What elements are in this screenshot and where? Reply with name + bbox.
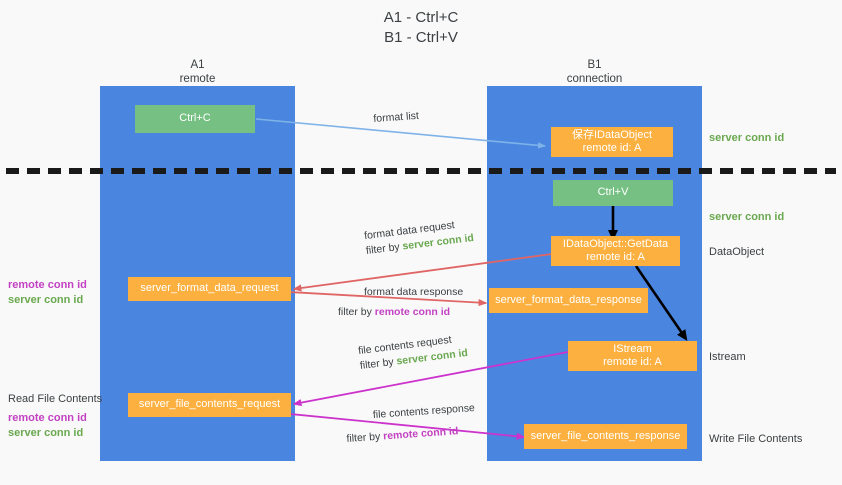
- edge-label-file-contents-response: file contents response filter by remote …: [346, 401, 476, 445]
- edge-label-format-list-line1: format list: [373, 109, 420, 126]
- annotation-read-file-contents: Read File Contents: [8, 392, 102, 407]
- edge-label-file-contents-response-line2: filter by remote conn id: [346, 423, 477, 447]
- lane-header-b1-role: connection: [566, 73, 623, 85]
- node-save-idataobject[interactable]: 保存IDataObject remote id: A: [551, 127, 673, 157]
- filter-by-prefix-4: filter by: [346, 430, 384, 445]
- annotation-read-file-contents-text: Read File Contents: [8, 393, 103, 405]
- remote-conn-id-key-4: remote conn id: [382, 425, 459, 443]
- remote-conn-id-key-2: remote conn id: [374, 306, 451, 318]
- node-file-contents-request[interactable]: server_file_contents_request: [128, 393, 291, 417]
- annotation-dataobject-text: DataObject: [709, 246, 765, 258]
- edge-label-file-contents-request: file contents request filter by server c…: [357, 331, 468, 374]
- lane-header-a1: A1 remote: [100, 58, 295, 86]
- phase-separator: [6, 168, 836, 174]
- lane-header-b1-name: B1: [587, 59, 602, 71]
- node-getdata[interactable]: IDataObject::GetData remote id: A: [551, 236, 680, 266]
- annotation-server-conn-id-top: server conn id: [709, 131, 784, 146]
- node-ctrl-c-label: Ctrl+C: [179, 112, 211, 125]
- annotation-server-conn-id-top-text: server conn id: [709, 132, 785, 144]
- filter-by-prefix-3: filter by: [359, 355, 398, 373]
- annotation-istream-text: Istream: [709, 351, 746, 363]
- node-getdata-sub: remote id: A: [586, 251, 645, 263]
- annotation-istream: Istream: [709, 350, 746, 365]
- lane-header-a1-name: A1: [190, 59, 205, 71]
- node-format-data-request[interactable]: server_format_data_request: [128, 277, 291, 301]
- title-line-1: A1 - Ctrl+C: [383, 9, 459, 26]
- edge-label-format-list: format list: [373, 109, 419, 127]
- node-istream-label: IStream: [613, 342, 652, 355]
- annotation-dataobject: DataObject: [709, 245, 764, 260]
- annotation-write-file-contents-text: Write File Contents: [709, 433, 803, 445]
- node-getdata-label: IDataObject::GetData: [562, 237, 669, 250]
- annotation-left-mid-remote: remote conn id: [8, 279, 87, 291]
- node-ctrl-v[interactable]: Ctrl+V: [553, 180, 673, 206]
- node-istream[interactable]: IStream remote id: A: [568, 341, 697, 371]
- lane-header-a1-role: remote: [179, 73, 216, 85]
- node-format-data-response-label: server_format_data_response: [495, 293, 642, 306]
- annotation-left-mid-server: server conn id: [8, 294, 84, 306]
- edge-label-format-data-response-line1: format data response: [364, 286, 464, 298]
- node-ctrl-v-label: Ctrl+V: [597, 186, 629, 199]
- filter-by-prefix-1: filter by: [365, 240, 404, 258]
- annotation-left-bottom-remote: remote conn id: [8, 412, 87, 424]
- node-save-idataobject-label: 保存IDataObject: [571, 128, 653, 141]
- annotation-write-file-contents: Write File Contents: [709, 432, 802, 447]
- node-istream-sub: remote id: A: [603, 356, 662, 368]
- node-format-data-request-label: server_format_data_request: [140, 282, 279, 295]
- annotation-left-mid-conn-ids: remote conn id server conn id: [8, 278, 87, 308]
- title-line-2: B1 - Ctrl+V: [384, 29, 458, 46]
- annotation-left-bottom-server: server conn id: [8, 427, 84, 439]
- edge-label-file-contents-response-line1: file contents response: [372, 401, 476, 422]
- annotation-server-conn-id-mid-text: server conn id: [709, 211, 785, 223]
- edge-label-format-data-response-line2: filter by remote conn id: [338, 305, 463, 320]
- annotation-left-bottom-conn-ids: remote conn id server conn id: [8, 411, 87, 441]
- node-save-idataobject-sub: remote id: A: [582, 142, 642, 154]
- node-ctrl-c[interactable]: Ctrl+C: [135, 105, 255, 133]
- node-file-contents-request-label: server_file_contents_request: [138, 398, 281, 411]
- diagram-title: A1 - Ctrl+C B1 - Ctrl+V: [0, 8, 842, 48]
- edge-label-format-data-response: format data response filter by remote co…: [338, 285, 464, 320]
- filter-by-prefix-2: filter by: [338, 306, 375, 318]
- annotation-server-conn-id-mid: server conn id: [709, 210, 784, 225]
- edge-label-format-data-request: format data request filter by server con…: [363, 216, 474, 259]
- lane-header-b1: B1 connection: [487, 58, 702, 86]
- node-format-data-response[interactable]: server_format_data_response: [489, 288, 648, 313]
- node-file-contents-response-label: server_file_contents_response: [530, 429, 681, 442]
- node-file-contents-response[interactable]: server_file_contents_response: [524, 424, 687, 449]
